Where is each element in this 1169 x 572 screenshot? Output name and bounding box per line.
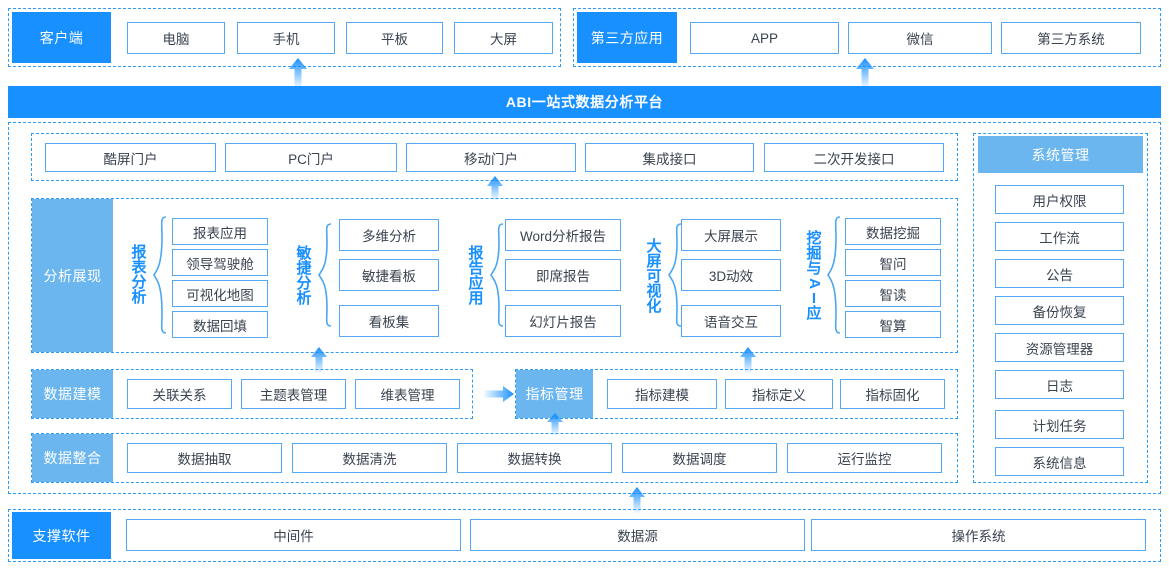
portal-item-3[interactable]: 集成接口 — [585, 143, 754, 172]
integration-label: 数据整合 — [32, 434, 113, 482]
client-item-0[interactable]: 电脑 — [127, 22, 225, 54]
client-row-container — [8, 8, 561, 67]
client-row-label: 客户端 — [12, 12, 111, 63]
analysis-group-0-item-2[interactable]: 可视化地图 — [172, 280, 268, 307]
arrow-up-analysis-right — [740, 347, 756, 373]
modeling-item-1[interactable]: 主题表管理 — [241, 379, 346, 409]
indicator-container — [515, 369, 958, 419]
indicator-item-1[interactable]: 指标定义 — [725, 379, 833, 409]
analysis-group-4-item-0[interactable]: 数据挖掘 — [845, 218, 941, 245]
system-mgmt-item-1[interactable]: 工作流 — [995, 222, 1124, 251]
analysis-group-4-brace — [827, 216, 841, 334]
third-party-item-2[interactable]: 第三方系统 — [1001, 22, 1141, 54]
arrow-up-portal — [487, 176, 503, 200]
integration-item-3[interactable]: 数据调度 — [622, 443, 777, 473]
system-mgmt-item-4[interactable]: 资源管理器 — [995, 333, 1124, 362]
modeling-item-0[interactable]: 关联关系 — [127, 379, 232, 409]
integration-item-0[interactable]: 数据抽取 — [127, 443, 282, 473]
system-mgmt-item-5[interactable]: 日志 — [995, 370, 1124, 399]
system-mgmt-item-7[interactable]: 系统信息 — [995, 447, 1124, 476]
analysis-group-4-item-1[interactable]: 智问 — [845, 249, 941, 276]
client-item-3[interactable]: 大屏 — [454, 22, 553, 54]
integration-container — [31, 433, 958, 483]
analysis-group-2-item-1[interactable]: 即席报告 — [505, 259, 621, 291]
system-mgmt-item-0[interactable]: 用户权限 — [995, 185, 1124, 214]
analysis-group-3-item-0[interactable]: 大屏展示 — [681, 219, 781, 251]
arrow-up-analysis-left — [311, 347, 327, 373]
system-mgmt-label: 系统管理 — [978, 136, 1143, 173]
analysis-group-3-label: 大屏可视化 — [646, 238, 662, 315]
portal-item-2[interactable]: 移动门户 — [406, 143, 576, 172]
system-mgmt-item-6[interactable]: 计划任务 — [995, 410, 1124, 439]
integration-item-4[interactable]: 运行监控 — [787, 443, 942, 473]
system-mgmt-item-2[interactable]: 公告 — [995, 259, 1124, 288]
system-mgmt-item-3[interactable]: 备份恢复 — [995, 296, 1124, 325]
third-party-item-1[interactable]: 微信 — [848, 22, 992, 54]
third-party-item-0[interactable]: APP — [690, 22, 839, 54]
modeling-container — [31, 369, 473, 419]
analysis-group-0-item-1[interactable]: 领导驾驶舱 — [172, 249, 268, 276]
analysis-group-0-label: 报表分析 — [131, 243, 147, 306]
analysis-group-4-item-2[interactable]: 智读 — [845, 280, 941, 307]
arrow-up-third-party — [856, 58, 874, 88]
portal-item-1[interactable]: PC门户 — [225, 143, 397, 172]
arrow-up-client — [289, 58, 307, 88]
analysis-group-1-label: 敏捷分析 — [296, 245, 312, 307]
third-party-row-label: 第三方应用 — [577, 12, 677, 63]
analysis-group-2-item-2[interactable]: 幻灯片报告 — [505, 305, 621, 337]
analysis-group-1-item-0[interactable]: 多维分析 — [339, 219, 439, 251]
analysis-group-1-item-2[interactable]: 看板集 — [339, 305, 439, 337]
analysis-group-3-item-2[interactable]: 语音交互 — [681, 305, 781, 337]
analysis-group-0-item-3[interactable]: 数据回填 — [172, 311, 268, 338]
analysis-label: 分析展现 — [32, 199, 113, 352]
modeling-label: 数据建模 — [32, 370, 113, 418]
indicator-label: 指标管理 — [516, 370, 593, 418]
indicator-item-0[interactable]: 指标建模 — [607, 379, 717, 409]
platform-container — [8, 122, 1161, 494]
analysis-group-3-item-1[interactable]: 3D动效 — [681, 259, 781, 291]
analysis-group-3-brace — [668, 223, 682, 327]
support-item-0[interactable]: 中间件 — [126, 519, 461, 551]
indicator-item-2[interactable]: 指标固化 — [840, 379, 945, 409]
portal-item-0[interactable]: 酷屏门户 — [45, 143, 216, 172]
platform-title: ABI一站式数据分析平台 — [8, 86, 1161, 118]
analysis-group-0-item-0[interactable]: 报表应用 — [172, 218, 268, 245]
analysis-group-2-label: 报告应用 — [468, 245, 484, 307]
system-mgmt-container — [973, 133, 1148, 483]
integration-item-1[interactable]: 数据清洗 — [292, 443, 447, 473]
support-row-label: 支撑软件 — [12, 512, 111, 559]
support-item-1[interactable]: 数据源 — [470, 519, 805, 551]
analysis-group-4-item-3[interactable]: 智算 — [845, 311, 941, 338]
analysis-group-1-item-1[interactable]: 敏捷看板 — [339, 259, 439, 291]
modeling-item-2[interactable]: 维表管理 — [355, 379, 460, 409]
analysis-group-1-brace — [318, 223, 332, 327]
portal-item-4[interactable]: 二次开发接口 — [764, 143, 944, 172]
analysis-group-2-brace — [490, 223, 504, 327]
arrow-up-support — [629, 487, 645, 513]
support-row-container — [8, 509, 1161, 562]
arrow-right-to-indicator — [484, 386, 514, 402]
integration-item-2[interactable]: 数据转换 — [457, 443, 612, 473]
support-item-2[interactable]: 操作系统 — [811, 519, 1146, 551]
client-item-1[interactable]: 手机 — [237, 22, 335, 54]
client-item-2[interactable]: 平板 — [346, 22, 443, 54]
analysis-group-0-brace — [153, 216, 167, 334]
analysis-group-2-item-0[interactable]: Word分析报告 — [505, 219, 621, 251]
arrow-up-indicator — [547, 413, 563, 435]
